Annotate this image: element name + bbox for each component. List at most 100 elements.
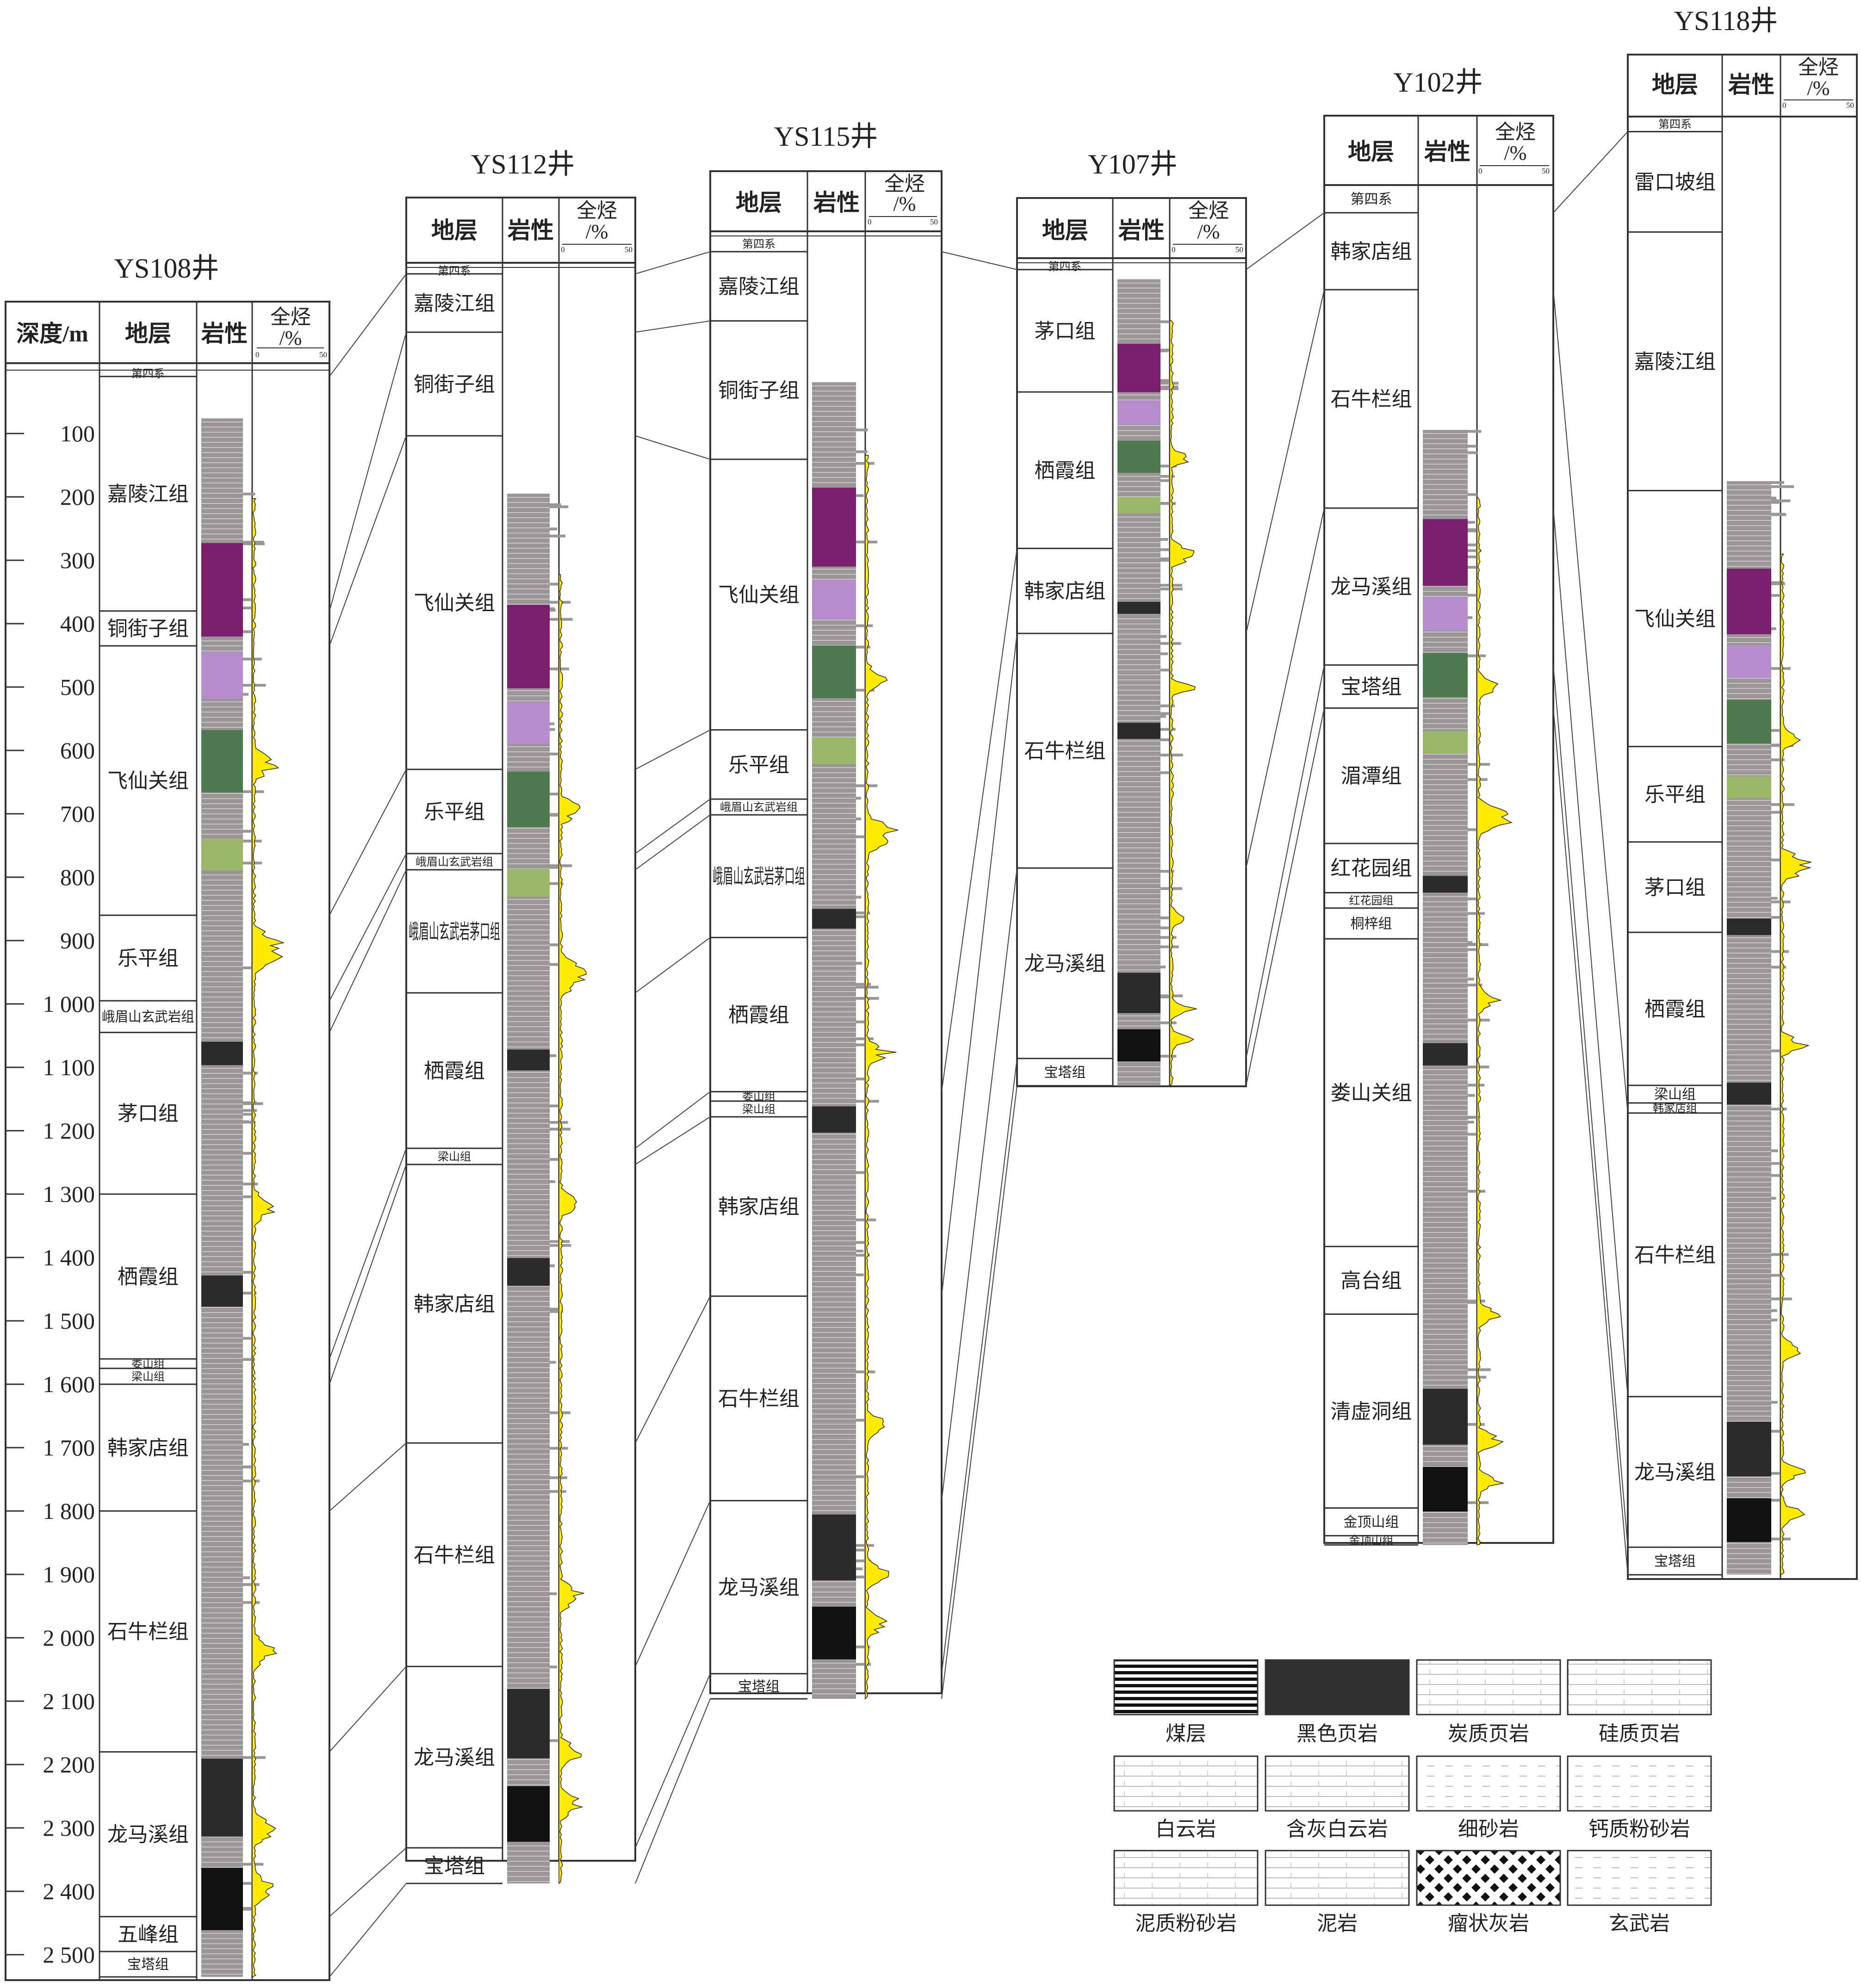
legend-item-coal: 煤层 — [1113, 1659, 1259, 1745]
formation-label: 金顶山组 — [1344, 1515, 1399, 1530]
lithology-interval — [812, 1514, 856, 1580]
lithology-interbed — [1468, 1084, 1485, 1087]
well-title: Y107井 — [1088, 149, 1177, 180]
lithology-interbed — [550, 505, 569, 508]
lithology-interbed — [1160, 464, 1177, 468]
legend-item-argillaceous-siltstone: 泥质粉砂岩 — [1113, 1850, 1259, 1935]
column-header-lithology: 岩性 — [508, 217, 554, 243]
lithology-interbed — [856, 1254, 870, 1257]
legend-label: 硅质页岩 — [1599, 1722, 1680, 1745]
lithology-interbed — [1160, 715, 1166, 718]
lithology-interbed — [1771, 1430, 1784, 1433]
correlation-line — [635, 1091, 711, 1149]
formation-label: 茅口组 — [118, 1102, 179, 1125]
column-header-hc-unit: /% — [1197, 220, 1220, 243]
lithology-interbed — [243, 1576, 250, 1579]
lithology-interbed — [1468, 1300, 1485, 1303]
formation-label: 宝塔组 — [738, 1679, 780, 1694]
formation-label: 乐平组 — [424, 800, 485, 823]
depth-tick-label: 2 000 — [43, 1625, 95, 1651]
correlation-line — [1246, 508, 1325, 868]
formation-label: 龙马溪组 — [718, 1576, 800, 1599]
lithology-interbed — [856, 1548, 868, 1552]
formation-label: 第四系 — [1048, 260, 1082, 273]
formation-label: 娄山组 — [742, 1090, 775, 1103]
lithology-interbed — [856, 797, 861, 800]
legend-label: 泥质粉砂岩 — [1135, 1912, 1237, 1935]
lithology-interbed — [243, 1183, 258, 1186]
depth-tick-label: 1 400 — [43, 1245, 95, 1270]
formation-label: 娄山组 — [131, 1358, 165, 1370]
lithology-interbed — [1771, 858, 1788, 861]
lithology-interval — [812, 580, 856, 619]
lithology-interbed — [550, 534, 566, 538]
lithology-interbed — [243, 1337, 255, 1340]
lithology-interbed — [243, 1195, 252, 1198]
lithology-interbed — [1771, 1174, 1783, 1177]
lithology-interval — [201, 543, 243, 637]
lithology-interbed — [243, 693, 249, 696]
correlation-line — [329, 273, 407, 377]
formation-label: 嘉陵江组 — [414, 292, 495, 315]
correlation-line — [329, 1847, 407, 1917]
hc-curve — [1780, 553, 1811, 1576]
lithology-column — [201, 418, 266, 1977]
correlation-line — [329, 769, 407, 916]
formation-label: 栖霞组 — [1035, 459, 1096, 482]
lithology-interbed — [1771, 1400, 1778, 1404]
well-ys112: YS112井 地层 岩性 全烃 /% 0 50 第四系嘉陵江组铜街子组飞仙关组乐… — [405, 149, 636, 1884]
lithology-interval — [1423, 653, 1468, 698]
correlation-line — [635, 1500, 711, 1667]
formation-label: 红花园组 — [1349, 895, 1394, 907]
well-title: Y102井 — [1393, 67, 1483, 98]
lithology-interbed — [1771, 1309, 1777, 1312]
column-header-strata: 地层 — [1652, 72, 1698, 98]
lithology-interval — [507, 869, 550, 897]
lithology-interbed — [1160, 557, 1170, 560]
lithology-interval — [1423, 1467, 1468, 1511]
lithology-interbed — [1771, 950, 1789, 953]
lithology-interval — [201, 1868, 243, 1930]
legend-label: 煤层 — [1166, 1722, 1206, 1745]
lithology-interbed — [856, 1575, 874, 1579]
lithology-interbed — [1160, 320, 1172, 323]
lithology-interbed — [243, 630, 252, 633]
column-header-hc-unit: /% — [1504, 142, 1527, 164]
formation-column: 第四系嘉陵江组铜街子组飞仙关组乐平组峨眉山玄武岩组茅口组栖霞组娄山组梁山组韩家店… — [99, 367, 197, 1978]
legend-label: 泥岩 — [1317, 1912, 1358, 1935]
lithology-interbed — [550, 527, 558, 531]
lithology-interbed — [1468, 1094, 1475, 1097]
formation-label: 宝塔组 — [1654, 1554, 1696, 1569]
lithology-interval — [1727, 700, 1771, 744]
lithology-interbed — [550, 1592, 557, 1595]
formation-label: 栖霞组 — [118, 1266, 179, 1288]
correlation-line — [941, 868, 1017, 1501]
formation-label: 第四系 — [438, 265, 471, 277]
coal-icon — [1113, 1659, 1259, 1716]
column-header-strata: 地层 — [1042, 217, 1088, 243]
correlation-line — [1246, 665, 1325, 1059]
column-header-hc: 全烃 — [1188, 199, 1229, 222]
legend-item-calcareous-siltstone: 钙质粉砂岩 — [1567, 1755, 1712, 1840]
formation-label: 韩家店组 — [1331, 240, 1412, 263]
correlation-line — [635, 799, 711, 854]
hc-scale-max: 50 — [319, 350, 327, 359]
formation-label: 飞仙关组 — [1634, 607, 1716, 630]
depth-tick-label: 1 900 — [43, 1561, 95, 1587]
lithology-interval — [507, 1258, 550, 1286]
correlation-line — [635, 1296, 711, 1443]
lithology-interbed — [1468, 616, 1473, 619]
lithology-interbed — [550, 1361, 556, 1364]
lithology-interbed — [550, 866, 561, 869]
lithology-interbed — [856, 1645, 870, 1648]
lithology-interbed — [550, 1476, 567, 1480]
lithology-interbed — [1468, 1368, 1491, 1371]
depth-tick-label: 1 600 — [43, 1371, 95, 1397]
lithology-interbed — [550, 582, 561, 586]
basalt-icon — [1567, 1850, 1712, 1906]
lithology-interbed — [1771, 582, 1785, 585]
lithology-interval — [1117, 497, 1160, 514]
lithology-interbed — [1468, 984, 1483, 987]
formation-label: 峨眉山玄武岩茅口组 — [713, 865, 805, 888]
formation-label: 桐梓组 — [1351, 917, 1392, 932]
